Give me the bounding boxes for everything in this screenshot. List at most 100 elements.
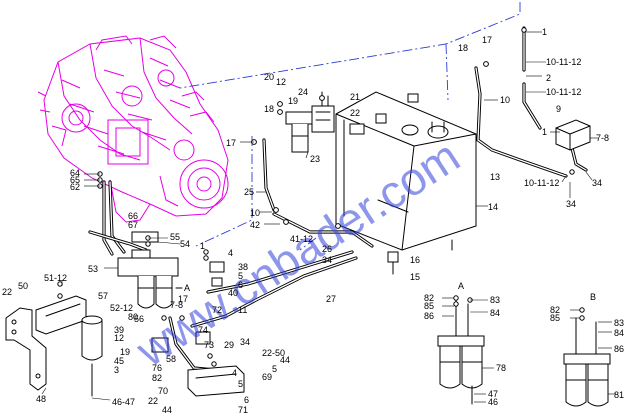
- callout: 10: [250, 208, 260, 218]
- callout: 1: [200, 241, 205, 251]
- callout: 39: [114, 325, 124, 335]
- callout: 83: [614, 318, 624, 328]
- callout: 17: [226, 138, 236, 148]
- callout: 64: [70, 168, 80, 178]
- callout: 82: [550, 305, 560, 315]
- leader-lines: [41, 31, 616, 403]
- callout: 18: [458, 43, 468, 53]
- callout: 15: [410, 272, 420, 282]
- callout: 12: [276, 77, 286, 87]
- callout: 12: [114, 333, 124, 343]
- callout: 5: [238, 379, 243, 389]
- callout: 2: [546, 73, 551, 83]
- callout: 73: [204, 340, 214, 350]
- callout: 74: [198, 325, 208, 335]
- callout: 71: [238, 405, 248, 415]
- callout: 46-47: [112, 397, 135, 407]
- callout: 13: [490, 172, 500, 182]
- callout: 58: [166, 354, 176, 364]
- callout: 50: [18, 281, 28, 291]
- callout: 22-50: [262, 348, 285, 358]
- callout: 80: [128, 312, 138, 322]
- callout: 1: [542, 127, 547, 137]
- callout: 17: [178, 294, 188, 304]
- callout: 84: [614, 328, 624, 338]
- callout: 82: [424, 293, 434, 303]
- callout: 66: [128, 211, 138, 221]
- callout: 62: [70, 182, 80, 192]
- callout: 56: [134, 314, 144, 324]
- callout: 19: [288, 96, 298, 106]
- callout: 86: [424, 311, 434, 321]
- callout: 18: [264, 104, 274, 114]
- callout: 10-11-12: [546, 87, 581, 97]
- callout: 29: [224, 340, 234, 350]
- callout: 76: [152, 363, 162, 373]
- callout: 14: [488, 202, 498, 212]
- callout: 84: [490, 308, 500, 318]
- callout: 48: [36, 394, 46, 404]
- callout: 46: [488, 397, 498, 407]
- callout: 23: [310, 154, 320, 164]
- callout: 34: [240, 337, 250, 347]
- view-label-b: B: [590, 292, 596, 302]
- callout: 5: [272, 364, 277, 374]
- callout: 6: [238, 280, 243, 290]
- callout: 85: [424, 301, 434, 311]
- view-label-a: A: [458, 281, 464, 291]
- callout: 1: [542, 27, 547, 37]
- callout: 19: [120, 347, 130, 357]
- callout: 4: [232, 368, 237, 378]
- callout: 26: [322, 244, 332, 254]
- callout: 78: [496, 363, 506, 373]
- callout: 52-12: [110, 303, 133, 313]
- callout: 51-12: [44, 273, 67, 283]
- callout: 7-8: [170, 300, 183, 310]
- callout: 47: [488, 389, 498, 399]
- callout: 5: [238, 271, 243, 281]
- callout: 44: [280, 355, 290, 365]
- callout: 17: [482, 35, 492, 45]
- callout: 10-11-12: [546, 57, 581, 67]
- callout-numbers: 1 2 10-11-12 10-11-12 18 17 10 9 1 7-8 1…: [2, 27, 624, 415]
- callout: 22: [350, 108, 360, 118]
- callout: 34: [566, 199, 576, 209]
- callout: 82: [152, 373, 162, 383]
- dash-guide-lines: [179, 2, 521, 251]
- callout: 22: [2, 287, 12, 297]
- callout: 54: [180, 239, 190, 249]
- callout: 4: [228, 248, 233, 258]
- callout: 21: [350, 92, 360, 102]
- callout: 27: [326, 294, 336, 304]
- callout: 34: [592, 178, 602, 188]
- callout: 65: [70, 175, 80, 185]
- callout: 67: [128, 220, 138, 230]
- callout: 72: [212, 305, 222, 315]
- callout: 7-8: [596, 133, 609, 143]
- callout: 85: [550, 313, 560, 323]
- callout: 16: [410, 255, 420, 265]
- callout: 83: [490, 295, 500, 305]
- callout: 53: [88, 264, 98, 274]
- callout: 70: [158, 386, 168, 396]
- callout: 45: [114, 356, 124, 366]
- callout: 20: [264, 72, 274, 82]
- callout: 57: [98, 291, 108, 301]
- callout: 24: [298, 87, 308, 97]
- callout: 69: [262, 372, 272, 382]
- callout: 10: [500, 95, 510, 105]
- callout: 41-12: [290, 234, 313, 244]
- callout: 11: [238, 305, 247, 315]
- callout: 38: [238, 262, 248, 272]
- callout: 40: [228, 288, 238, 298]
- callout: 44: [162, 405, 172, 415]
- callout: 55: [170, 232, 180, 242]
- callout: 86: [614, 344, 624, 354]
- filter-assemblies: [5, 91, 611, 407]
- view-arrow-a-label: A: [184, 283, 190, 293]
- callout: 22: [148, 396, 158, 406]
- engine-illustration: [37, 35, 229, 223]
- callout: 42: [250, 220, 260, 230]
